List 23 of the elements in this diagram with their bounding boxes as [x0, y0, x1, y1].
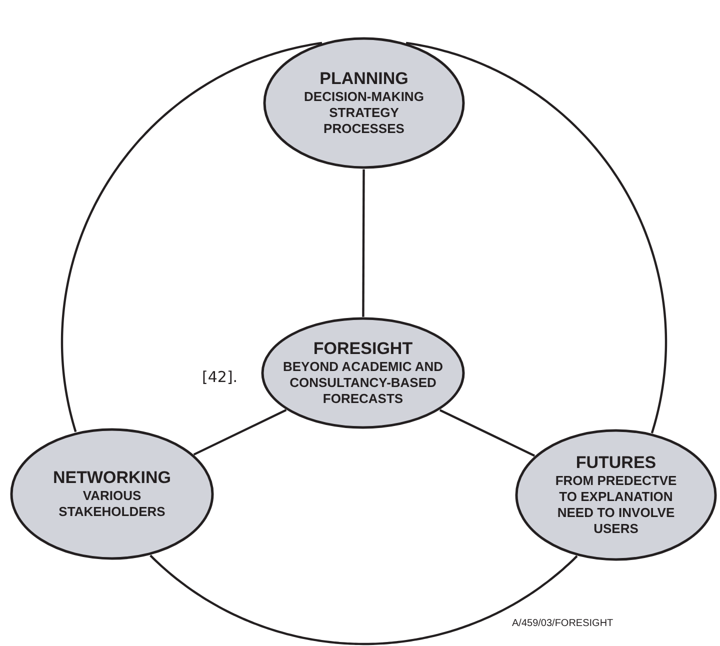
connector-line [193, 409, 287, 456]
node-heading: PLANNING [320, 69, 408, 89]
node-heading: NETWORKING [52, 468, 172, 488]
ellipse-node [261, 317, 465, 429]
node-text: DECISION-MAKING [303, 89, 425, 105]
node-heading: FUTURES [576, 453, 656, 473]
node-text: STRATEGY [328, 105, 400, 121]
curved-connector [60, 42, 322, 432]
node-heading: FORESIGHT [313, 339, 413, 359]
node-text: FROM PREDECTVE TO EXPLANATION [554, 473, 678, 505]
curved-connector [150, 554, 578, 646]
curved-connector [406, 42, 668, 434]
node-text: NEED TO INVOLVE USERS [556, 505, 676, 537]
reference-note: [42]. [202, 368, 238, 386]
ellipse-node [515, 429, 717, 561]
connector-line [362, 169, 365, 317]
figure-code: A/459/03/FORESIGHT [512, 618, 614, 629]
connector-line [439, 409, 536, 457]
ellipse-node [263, 37, 465, 169]
ellipse-node [10, 428, 214, 560]
node-text: PROCESSES [322, 121, 406, 137]
node-text: BEYOND ACADEMIC AND CONSULTANCY-BASED FORECASTS [282, 359, 444, 407]
node-text: VARIOUS STAKEHOLDERS [58, 488, 166, 520]
